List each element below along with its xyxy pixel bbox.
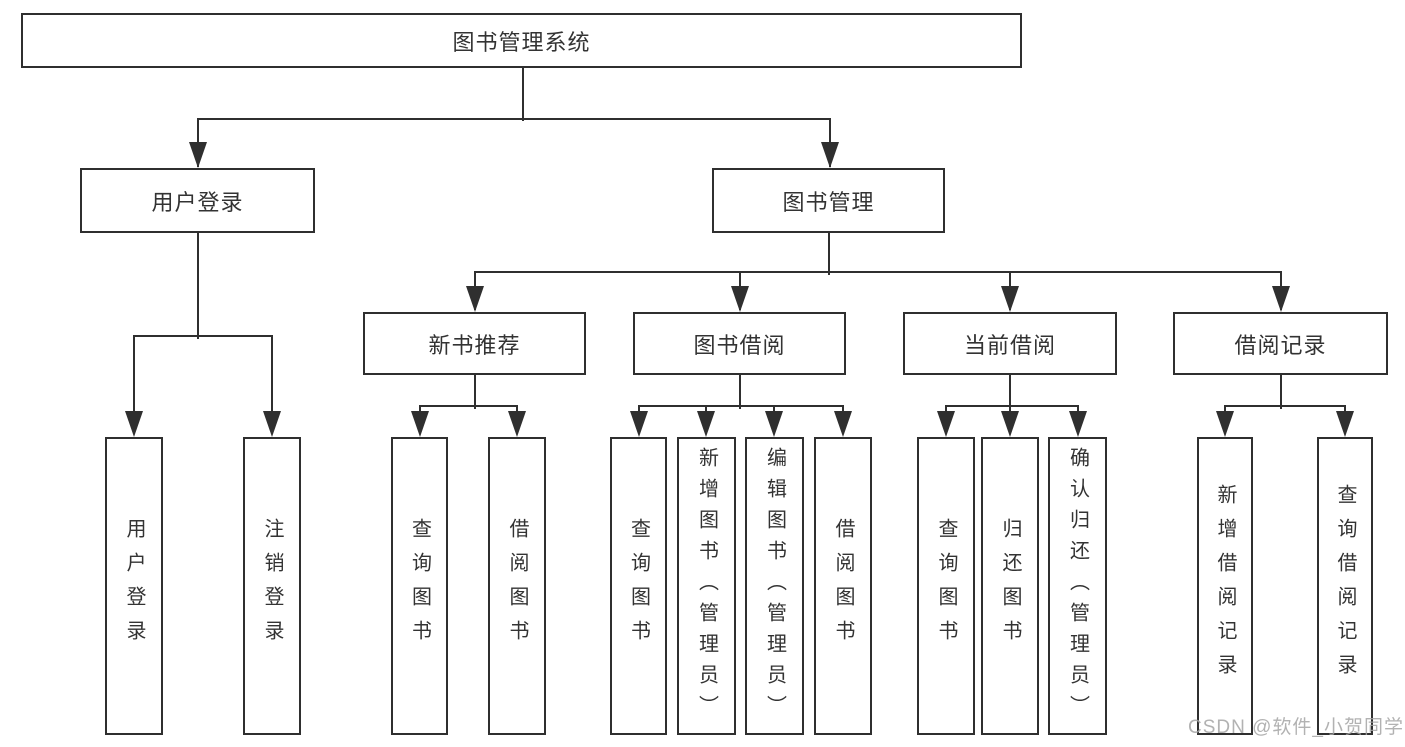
node-user-login: 用户登录	[80, 168, 315, 233]
node-library-system: 图书管理系统	[21, 13, 1022, 68]
node-label: 图书借阅	[693, 332, 786, 358]
arrowhead-icon	[263, 411, 281, 437]
arrowhead-icon	[1272, 286, 1290, 312]
leaf-add-books-admin: 新增图书（管理员）	[677, 437, 736, 735]
connector-line	[133, 334, 273, 338]
node-book-management: 图书管理	[712, 168, 945, 233]
node-book-borrow: 图书借阅	[633, 312, 846, 375]
leaf-query-books-3: 查询图书	[917, 437, 975, 735]
connector-line	[473, 375, 477, 409]
leaf-label: 查询图书	[408, 518, 431, 654]
arrowhead-icon	[189, 142, 207, 168]
connector-line	[638, 404, 844, 408]
node-borrow-records: 借阅记录	[1173, 312, 1388, 375]
leaf-label: 归还图书	[999, 518, 1021, 654]
node-new-book-recommend: 新书推荐	[363, 312, 586, 375]
arrowhead-icon	[765, 411, 783, 437]
arrowhead-icon	[1069, 411, 1087, 437]
leaf-label: 查询图书	[627, 518, 650, 654]
connector-line	[196, 233, 200, 339]
connector-line	[521, 68, 525, 121]
leaf-label: 查询图书	[935, 518, 957, 654]
leaf-label: 注销登录	[261, 518, 283, 654]
connector-line	[945, 404, 1079, 408]
arrowhead-icon	[508, 411, 526, 437]
leaf-label: 新增图书（管理员）	[695, 446, 718, 726]
node-label: 用户登录	[151, 189, 244, 215]
connector-line	[197, 117, 831, 121]
connector-line	[1279, 375, 1283, 409]
leaf-label: 新增借阅记录	[1214, 484, 1236, 688]
arrowhead-icon	[834, 411, 852, 437]
node-label: 图书管理系统	[452, 29, 591, 55]
leaf-query-borrow-record: 查询借阅记录	[1317, 437, 1373, 735]
leaf-label: 查询借阅记录	[1334, 484, 1356, 688]
node-label: 借阅记录	[1234, 332, 1327, 358]
arrowhead-icon	[411, 411, 429, 437]
leaf-borrow-books-1: 借阅图书	[488, 437, 546, 735]
leaf-label: 确认归还（管理员）	[1066, 446, 1089, 726]
leaf-return-books: 归还图书	[981, 437, 1039, 735]
arrowhead-icon	[821, 142, 839, 168]
leaf-logout: 注销登录	[243, 437, 301, 735]
leaf-borrow-books-2: 借阅图书	[814, 437, 872, 735]
leaf-user-login: 用户登录	[105, 437, 163, 735]
node-label: 图书管理	[782, 189, 875, 215]
leaf-query-books-2: 查询图书	[610, 437, 667, 735]
arrowhead-icon	[1001, 286, 1019, 312]
connector-line	[1008, 375, 1012, 434]
csdn-watermark: CSDN @软件_小贺同学	[1188, 717, 1404, 738]
arrowhead-icon	[125, 411, 143, 437]
arrowhead-icon	[1336, 411, 1354, 437]
leaf-confirm-return-admin: 确认归还（管理员）	[1048, 437, 1107, 735]
leaf-label: 编辑图书（管理员）	[763, 446, 786, 726]
connector-line	[419, 404, 518, 408]
leaf-label: 借阅图书	[506, 518, 528, 654]
arrowhead-icon	[731, 286, 749, 312]
leaf-add-borrow-record: 新增借阅记录	[1197, 437, 1253, 735]
arrowhead-icon	[937, 411, 955, 437]
arrowhead-icon	[466, 286, 484, 312]
leaf-edit-books-admin: 编辑图书（管理员）	[745, 437, 804, 735]
arrowhead-icon	[630, 411, 648, 437]
leaf-label: 借阅图书	[832, 518, 854, 654]
connector-line	[132, 336, 136, 434]
arrowhead-icon	[697, 411, 715, 437]
connector-line	[270, 336, 274, 434]
arrowhead-icon	[1216, 411, 1234, 437]
connector-line	[738, 375, 742, 409]
connector-line	[474, 270, 1282, 274]
connector-line	[1224, 404, 1346, 408]
node-current-borrow: 当前借阅	[903, 312, 1117, 375]
connector-line	[827, 233, 831, 275]
arrowhead-icon	[1001, 411, 1019, 437]
node-label: 新书推荐	[428, 332, 521, 358]
leaf-query-books-1: 查询图书	[391, 437, 448, 735]
leaf-label: 用户登录	[123, 518, 145, 654]
node-label: 当前借阅	[963, 332, 1056, 358]
